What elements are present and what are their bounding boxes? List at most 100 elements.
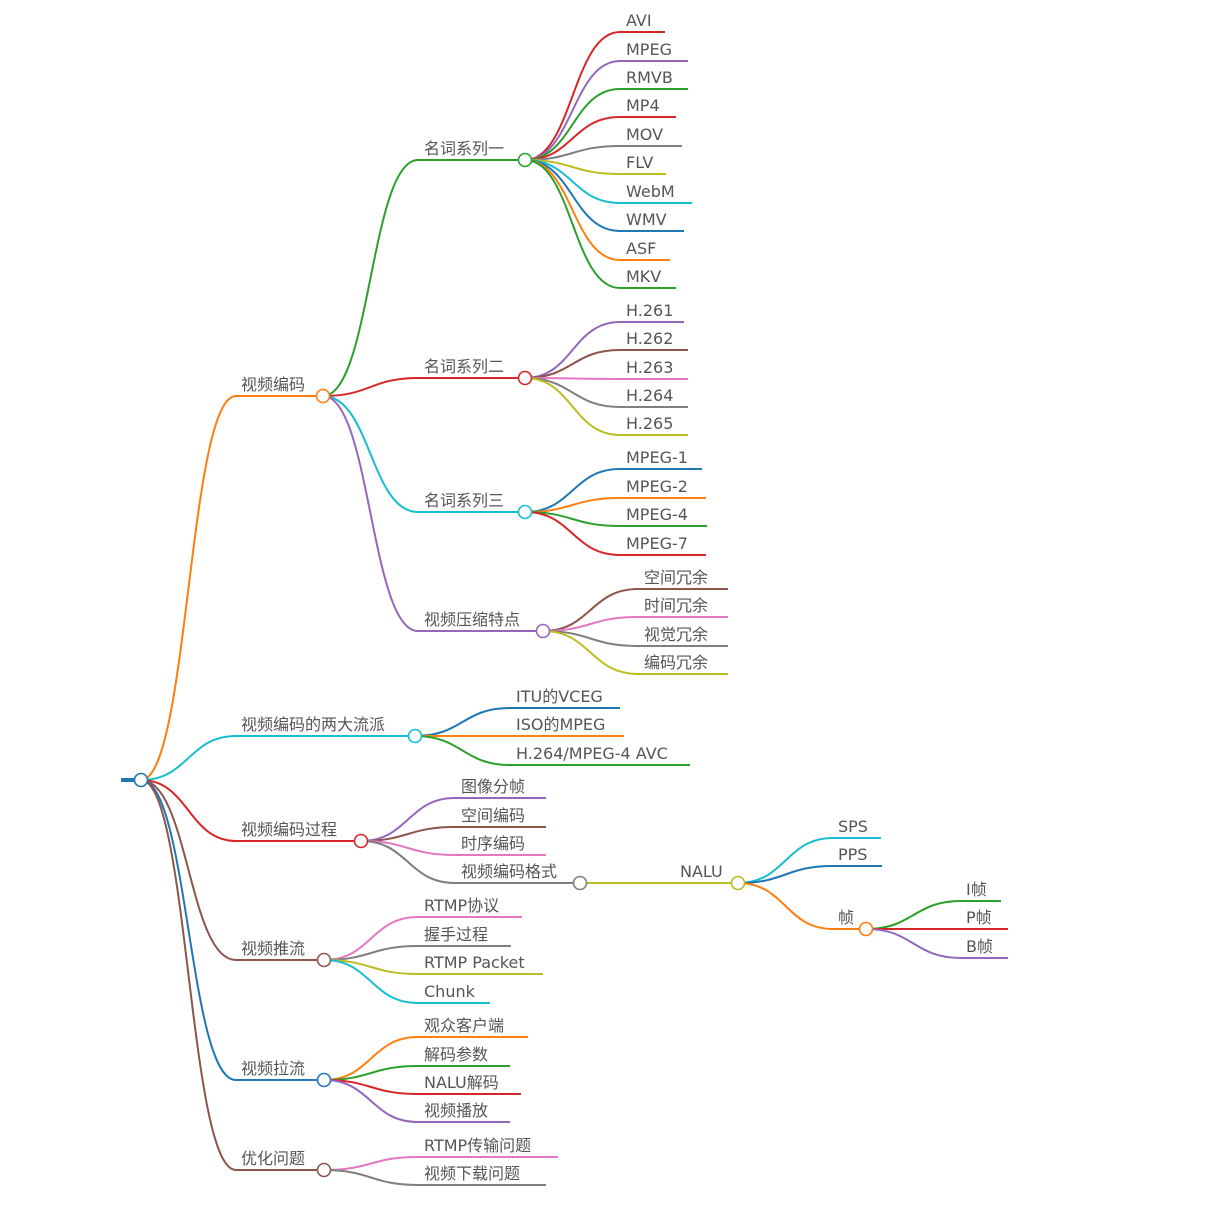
link-视频推流: [140, 779, 237, 961]
node-label-h-261[interactable]: H.261: [626, 301, 673, 320]
node-label-mpeg-7[interactable]: MPEG-7: [626, 534, 688, 553]
node-label-mpeg[interactable]: MPEG: [626, 40, 672, 59]
node-label-视频推流[interactable]: 视频推流: [241, 939, 305, 958]
collapse-toggle-视频编码的两大流派[interactable]: [407, 728, 423, 744]
link-mpeg: [524, 60, 621, 161]
node-label-mov[interactable]: MOV: [626, 125, 663, 144]
node-label-b帧[interactable]: B帧: [966, 937, 993, 956]
node-label-chunk[interactable]: Chunk: [424, 982, 476, 1001]
node-label-i帧[interactable]: I帧: [966, 880, 987, 899]
link-名词系列二: [322, 377, 419, 397]
link-优化问题: [140, 779, 237, 1171]
node-label-h-262[interactable]: H.262: [626, 329, 673, 348]
node-label-名词系列三[interactable]: 名词系列三: [424, 491, 504, 510]
link-asf: [524, 159, 621, 261]
node-label-mpeg-1[interactable]: MPEG-1: [626, 448, 688, 467]
node-label-空间冗余[interactable]: 空间冗余: [644, 568, 708, 587]
collapse-toggle-视频压缩特点[interactable]: [535, 623, 551, 639]
node-label-wmv[interactable]: WMV: [626, 210, 667, 229]
node-label-时间冗余[interactable]: 时间冗余: [644, 596, 708, 615]
collapse-toggle-nalu[interactable]: [730, 875, 746, 891]
node-label-视频编码过程[interactable]: 视频编码过程: [241, 820, 337, 839]
link-pps: [737, 865, 834, 884]
node-label-观众客户端[interactable]: 观众客户端: [424, 1016, 504, 1035]
node-label-名词系列一[interactable]: 名词系列一: [424, 139, 504, 158]
node-label-优化问题[interactable]: 优化问题: [241, 1149, 305, 1168]
link-mpeg-7: [524, 511, 621, 556]
collapse-toggle-视频拉流[interactable]: [316, 1072, 332, 1088]
node-label-视频编码格式[interactable]: 视频编码格式: [461, 862, 557, 881]
node-label-sps[interactable]: SPS: [838, 817, 868, 836]
node-label-编码冗余[interactable]: 编码冗余: [644, 653, 708, 672]
link-视频压缩特点: [322, 395, 419, 632]
link-帧: [737, 882, 834, 930]
collapse-toggle-视频编码格式[interactable]: [572, 875, 588, 891]
link-rmvb: [524, 88, 621, 161]
node-label-flv[interactable]: FLV: [626, 153, 653, 172]
node-label-名词系列二[interactable]: 名词系列二: [424, 357, 504, 376]
node-label-视频播放[interactable]: 视频播放: [424, 1101, 488, 1120]
collapse-toggle-优化问题[interactable]: [316, 1162, 332, 1178]
link-i帧: [865, 900, 962, 930]
node-label-iso的mpeg[interactable]: ISO的MPEG: [516, 715, 605, 734]
node-label-帧[interactable]: 帧: [838, 908, 854, 927]
node-label-rtmp-packet[interactable]: RTMP Packet: [424, 953, 525, 972]
node-label-视频压缩特点[interactable]: 视频压缩特点: [424, 610, 520, 629]
node-label-mpeg-2[interactable]: MPEG-2: [626, 477, 688, 496]
node-label-rmvb[interactable]: RMVB: [626, 68, 673, 87]
node-label-rtmp协议[interactable]: RTMP协议: [424, 896, 499, 915]
node-label-pps[interactable]: PPS: [838, 845, 867, 864]
node-label-asf[interactable]: ASF: [626, 239, 656, 258]
link-b帧: [865, 928, 962, 959]
link-itu的vceg: [414, 707, 511, 737]
mindmap-links: [140, 31, 962, 1186]
node-label-视觉冗余[interactable]: 视觉冗余: [644, 625, 708, 644]
node-label-p帧[interactable]: P帧: [966, 908, 992, 927]
link-名词系列一: [322, 159, 419, 397]
link-空间冗余: [542, 588, 639, 632]
node-label-rtmp传输问题[interactable]: RTMP传输问题: [424, 1136, 531, 1155]
node-label-空间编码[interactable]: 空间编码: [461, 806, 525, 825]
node-label-nalu[interactable]: NALU: [680, 862, 723, 881]
node-label-h-265[interactable]: H.265: [626, 414, 673, 433]
node-label-视频拉流[interactable]: 视频拉流: [241, 1059, 305, 1078]
link-图像分帧: [360, 797, 456, 842]
node-label-mp4[interactable]: MP4: [626, 96, 660, 115]
node-label-图像分帧[interactable]: 图像分帧: [461, 777, 525, 796]
root-node[interactable]: [133, 772, 149, 788]
node-label-h-263[interactable]: H.263: [626, 358, 673, 377]
collapse-toggle-视频推流[interactable]: [316, 952, 332, 968]
node-label-解码参数[interactable]: 解码参数: [424, 1045, 488, 1064]
node-label-mkv[interactable]: MKV: [626, 267, 661, 286]
mindmap-nodes: [133, 152, 874, 1178]
collapse-toggle-视频编码过程[interactable]: [353, 833, 369, 849]
node-label-视频下载问题[interactable]: 视频下载问题: [424, 1164, 520, 1183]
node-label-nalu解码[interactable]: NALU解码: [424, 1073, 499, 1092]
collapse-toggle-帧[interactable]: [858, 921, 874, 937]
link-h-261: [524, 321, 621, 379]
collapse-toggle-名词系列三[interactable]: [517, 504, 533, 520]
link-名词系列三: [322, 395, 419, 513]
link-视频播放: [323, 1079, 419, 1123]
collapse-toggle-视频编码[interactable]: [315, 388, 331, 404]
link-h-264: [524, 377, 621, 408]
node-label-h-264[interactable]: H.264: [626, 386, 673, 405]
node-label-握手过程[interactable]: 握手过程: [424, 925, 488, 944]
link-视频编码格式: [360, 840, 456, 884]
node-label-时序编码[interactable]: 时序编码: [461, 834, 525, 853]
collapse-toggle-名词系列一[interactable]: [517, 152, 533, 168]
node-label-视频编码[interactable]: 视频编码: [241, 375, 305, 394]
node-label-h-264-mpeg-4-avc[interactable]: H.264/MPEG-4 AVC: [516, 744, 668, 763]
link-h-262: [524, 349, 621, 379]
link-编码冗余: [542, 630, 639, 675]
collapse-toggle-名词系列二[interactable]: [517, 370, 533, 386]
node-label-itu的vceg[interactable]: ITU的VCEG: [516, 687, 603, 706]
node-label-webm[interactable]: WebM: [626, 182, 675, 201]
link-mkv: [524, 159, 621, 289]
node-label-avi[interactable]: AVI: [626, 11, 652, 30]
node-label-mpeg-4[interactable]: MPEG-4: [626, 505, 688, 524]
link-mp4: [524, 116, 621, 161]
node-label-视频编码的两大流派[interactable]: 视频编码的两大流派: [241, 715, 385, 734]
